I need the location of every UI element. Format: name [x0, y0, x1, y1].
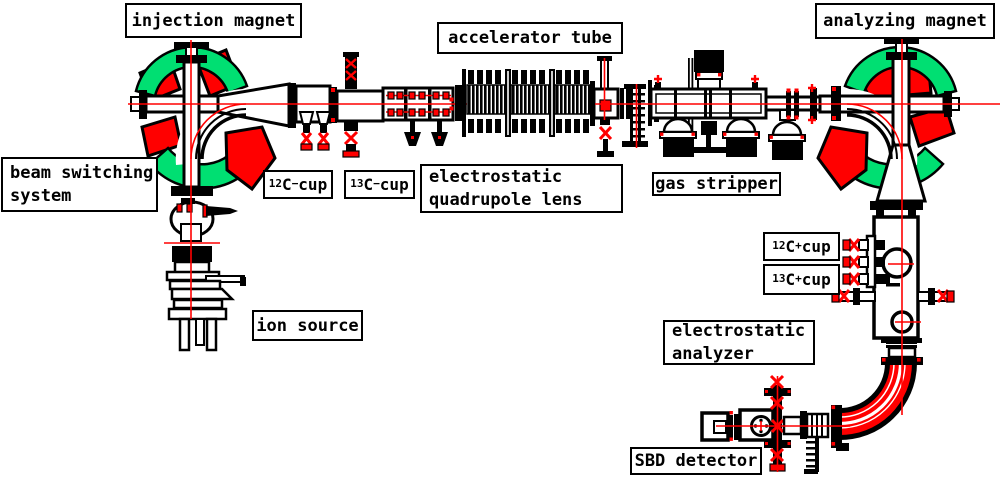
- gas-stripper-assembly: [649, 50, 847, 160]
- label-electrostatic-quadrupole-lens: electrostatic quadrupole lens: [420, 164, 623, 213]
- gate-valve-actuator: [342, 52, 360, 158]
- accelerator-tube-assembly: [455, 69, 595, 137]
- beamline-pump: [768, 109, 806, 160]
- viewport: [881, 247, 913, 279]
- cup-12c-minus-assembly: [298, 111, 315, 151]
- bellows-support: [622, 84, 648, 147]
- stripper-pump: [722, 117, 760, 157]
- tube-fins: [468, 70, 589, 133]
- ion-source-column: [165, 198, 246, 352]
- cup-13c-plus-assembly: [842, 255, 885, 269]
- label-analyzing-magnet: analyzing magnet: [815, 3, 995, 39]
- gate-valve-body: [335, 89, 385, 123]
- red-accent-marks: [331, 73, 921, 446]
- pipe-support: [804, 437, 819, 474]
- analyzing-magnet: [816, 37, 960, 217]
- diagnostic-cross: [831, 288, 955, 305]
- ion-source-leg: [205, 317, 218, 352]
- label-sbd-detector: SBD detector: [630, 447, 762, 475]
- high-energy-vertical-line: [831, 215, 955, 451]
- label-electrostatic-analyzer: electrostatic analyzer: [663, 320, 815, 365]
- label-injection-magnet: injection magnet: [125, 3, 302, 38]
- electrostatic-analyzer-bend: [831, 357, 923, 451]
- cup-12c-plus-assembly: [842, 238, 885, 252]
- stripper-motor: [694, 50, 724, 72]
- label-ion-source: ion source: [252, 310, 363, 341]
- cup-13c-minus-assembly: [315, 111, 332, 151]
- flange-dots: [331, 73, 921, 446]
- label-beam-switching-system: beam switching system: [1, 157, 158, 212]
- ion-source-leg: [178, 317, 191, 352]
- label-gas-stripper: gas stripper: [652, 172, 781, 196]
- probe-assembly: [842, 272, 890, 286]
- side-screw: [206, 206, 238, 216]
- stripper-pump: [659, 117, 697, 157]
- label-accelerator-tube: accelerator tube: [437, 22, 623, 54]
- quadrupole-lens-assembly: [381, 86, 455, 146]
